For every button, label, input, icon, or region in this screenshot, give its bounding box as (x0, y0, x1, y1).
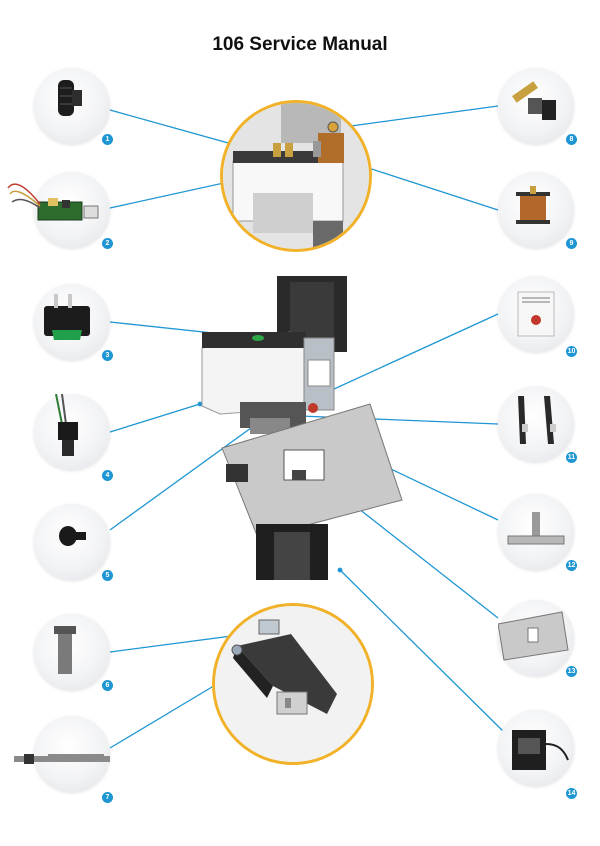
part-5: 5 (34, 504, 113, 581)
head-detail-inset (220, 100, 372, 252)
knob-icon (58, 80, 82, 116)
electric-stapler-illustration (201, 276, 403, 580)
screw-icon (59, 526, 86, 546)
part-12: 12 (498, 494, 577, 571)
leader-line-9 (349, 161, 499, 211)
leader-line-10 (309, 313, 499, 401)
magazine-detail-inset (212, 603, 374, 765)
part-number-7: 7 (102, 792, 113, 803)
part-number-4: 4 (102, 470, 113, 481)
part-13: 13 (498, 600, 577, 677)
part-number-9: 9 (566, 238, 577, 249)
part-8: 8 (498, 68, 577, 145)
circuit-board-icon (37, 198, 99, 221)
depth-stop-bracket-icon (507, 512, 565, 545)
staple-magazine-spring-icon (54, 626, 76, 674)
part-2: 2 (34, 172, 113, 249)
rocker-switch-icon (44, 294, 90, 340)
part-number-14: 14 (566, 788, 577, 799)
page-title: 106 Service Manual (212, 34, 388, 55)
part-9: 9 (498, 172, 577, 249)
part-number-2: 2 (102, 238, 113, 249)
leader-line-7 (109, 674, 233, 749)
solenoid-coil-icon (516, 186, 550, 224)
power-adapter-icon (512, 730, 569, 770)
part-10: 10 (498, 276, 577, 357)
part-3: 3 (34, 284, 113, 361)
part-14: 14 (498, 710, 577, 799)
base-plate-icon (498, 611, 569, 661)
leader-line-4 (109, 403, 201, 433)
part-number-13: 13 (566, 666, 577, 677)
part-11: 11 (498, 386, 577, 463)
side-guide-rails-icon (518, 396, 556, 444)
part-4: 4 (34, 394, 113, 481)
part-number-1: 1 (102, 134, 113, 145)
pusher-rail-extension-icon (14, 754, 110, 764)
part-number-8: 8 (566, 134, 577, 145)
part-number-6: 6 (102, 680, 113, 691)
circuit-wires-icon (7, 183, 41, 209)
part-1: 1 (34, 68, 113, 145)
plunger-icon (512, 81, 556, 120)
warning-label-icon (517, 291, 555, 337)
part-number-11: 11 (566, 452, 577, 463)
leader-line-13 (339, 493, 499, 619)
power-socket-icon (55, 394, 78, 456)
part-number-3: 3 (102, 350, 113, 361)
part-6: 6 (34, 614, 113, 691)
part-number-12: 12 (566, 560, 577, 571)
part-number-5: 5 (102, 570, 113, 581)
leader-line-14 (339, 569, 509, 737)
part-number-10: 10 (566, 346, 577, 357)
leader-line-5 (109, 419, 263, 531)
